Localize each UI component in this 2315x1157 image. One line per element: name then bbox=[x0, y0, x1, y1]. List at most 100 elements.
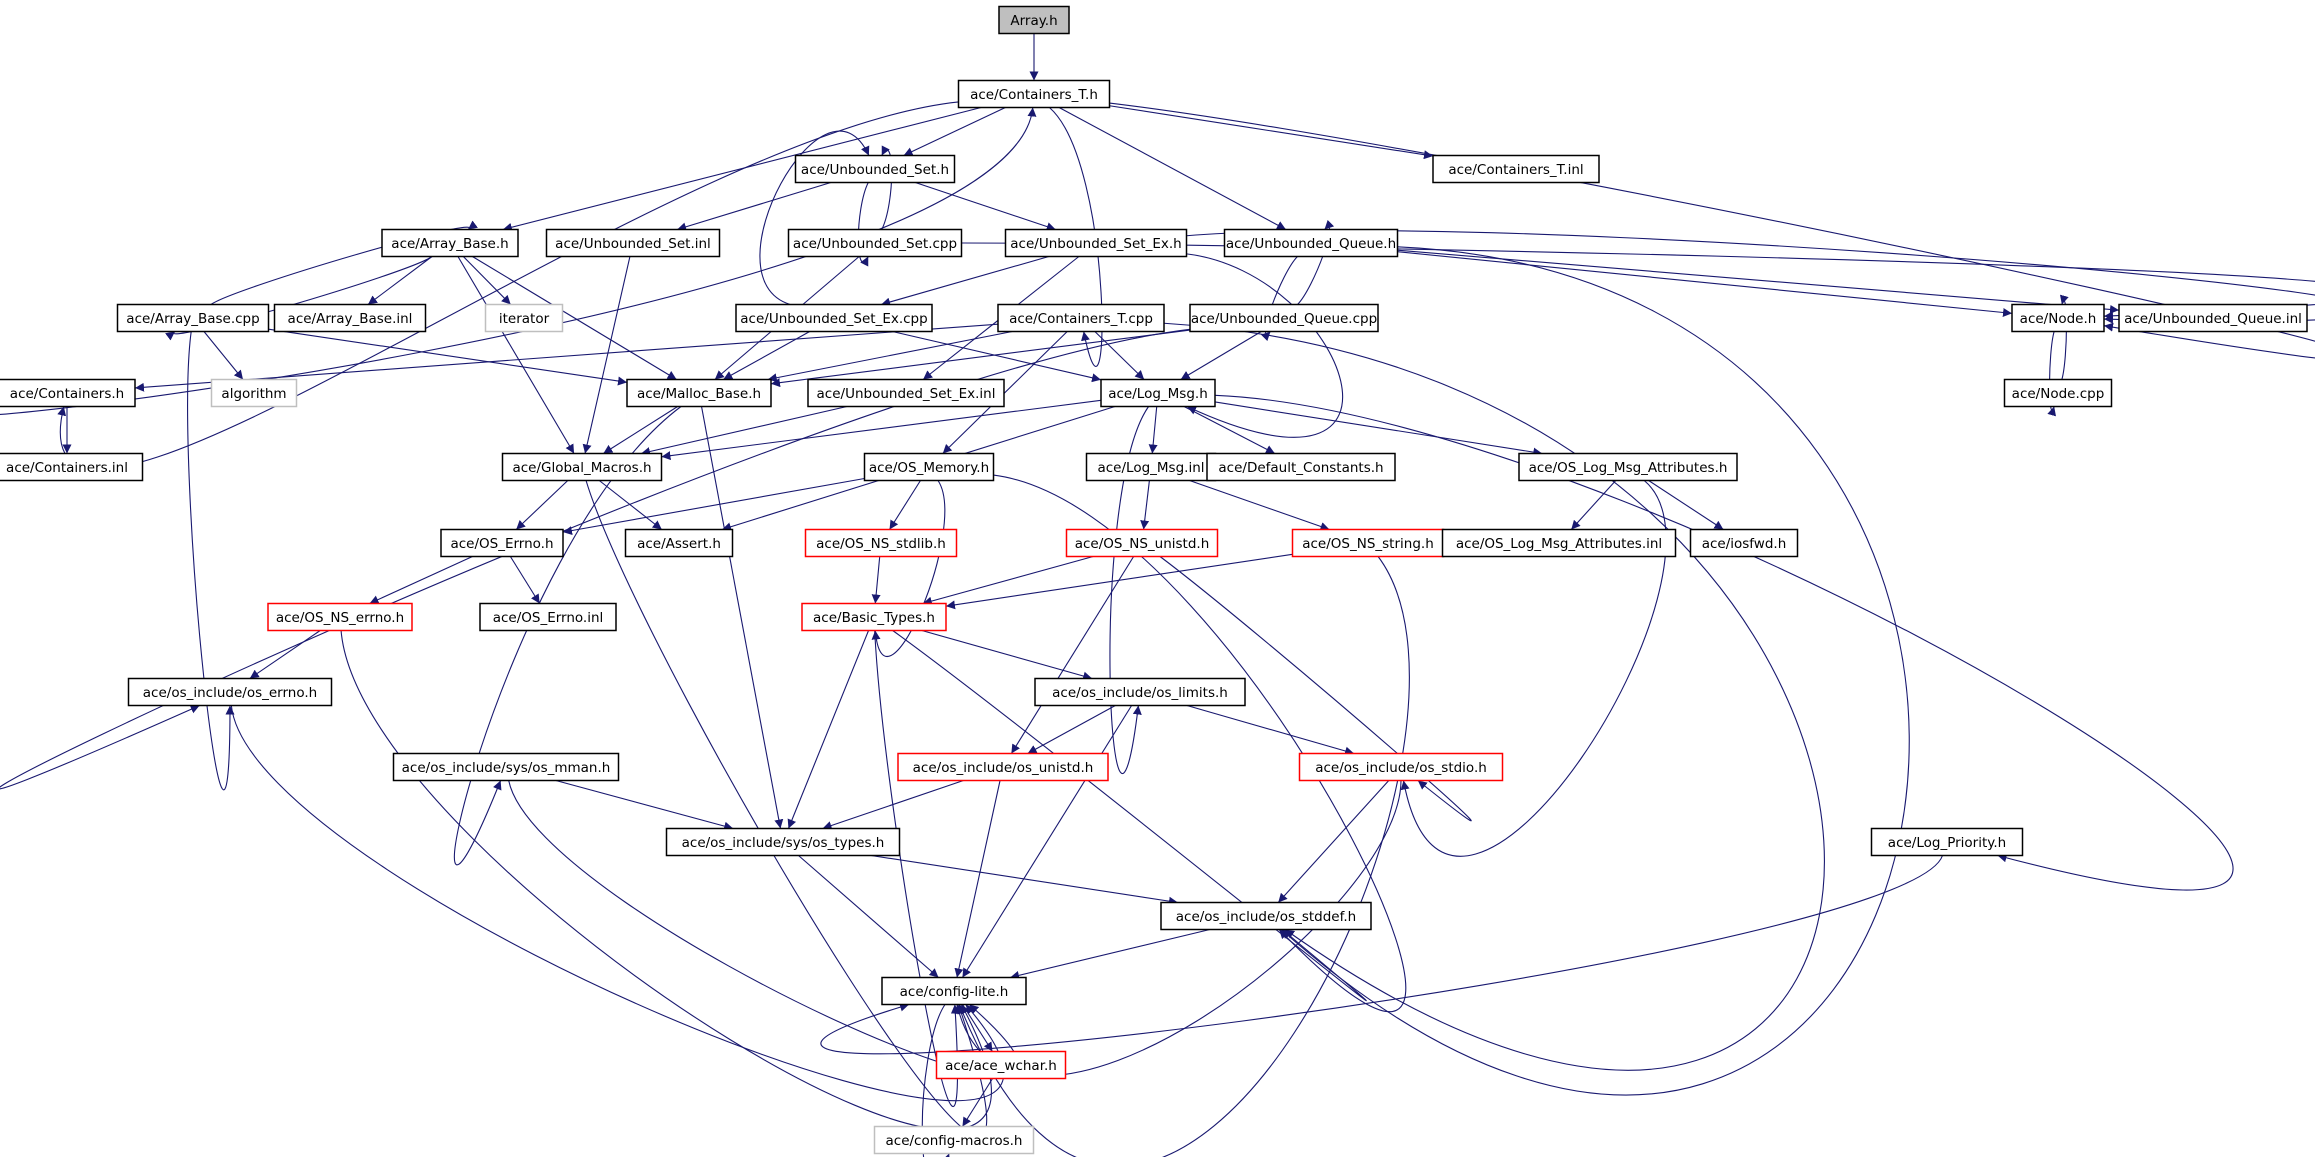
edge-array-base-h-to-iterator bbox=[462, 256, 512, 305]
node-config-lite-h[interactable]: ace/config-lite.h bbox=[881, 976, 1027, 1006]
node-label: ace/OS_NS_stdlib.h bbox=[816, 536, 946, 552]
node-label: ace/OS_Errno.inl bbox=[493, 610, 604, 626]
edge-malloc-base-h-to-os-include-sys-os-mman-h bbox=[453, 406, 682, 866]
edge-array-base-cpp-to-malloc-base-h bbox=[268, 328, 628, 386]
node-iterator[interactable]: iterator bbox=[484, 303, 564, 333]
node-unbounded-set-inl[interactable]: ace/Unbounded_Set.inl bbox=[545, 228, 721, 258]
edge-log-msg-h-to-log-priority-h bbox=[1214, 394, 2234, 891]
edge-os-include-sys-os-mman-h-to-config-lite-h bbox=[508, 780, 1020, 1077]
node-log-priority-h[interactable]: ace/Log_Priority.h bbox=[1870, 827, 2024, 857]
node-os-ns-string-h[interactable]: ace/OS_NS_string.h bbox=[1291, 528, 1445, 558]
node-array-base-inl[interactable]: ace/Array_Base.inl bbox=[273, 303, 427, 333]
node-label: ace/Array_Base.cpp bbox=[126, 311, 259, 327]
edge-os-memory-h-to-os-errno-h bbox=[562, 477, 865, 535]
edge-array-base-h-to-global-macros-h bbox=[457, 256, 575, 454]
node-box bbox=[501, 452, 663, 482]
node-label: ace/OS_Log_Msg_Attributes.h bbox=[1529, 460, 1728, 476]
edge-containers-t-cpp-to-containers-h bbox=[134, 323, 999, 392]
node-algorithm[interactable]: algorithm bbox=[210, 378, 298, 408]
node-os-log-msg-attributes-h[interactable]: ace/OS_Log_Msg_Attributes.h bbox=[1518, 452, 1738, 482]
node-label: ace/Node.cpp bbox=[2012, 386, 2105, 402]
node-os-include-os-limits-h[interactable]: ace/os_include/os_limits.h bbox=[1034, 677, 1246, 707]
edge-array-base-cpp-to-algorithm bbox=[203, 331, 244, 380]
node-label: iterator bbox=[499, 311, 550, 327]
node-containers-inl[interactable]: ace/Containers.inl bbox=[0, 452, 144, 482]
edge-os-include-os-limits-h-to-os-include-os-stdio-h bbox=[1186, 704, 1355, 756]
node-unbounded-queue-cpp[interactable]: ace/Unbounded_Queue.cpp bbox=[1189, 303, 1379, 333]
node-os-include-os-stddef-h[interactable]: ace/os_include/os_stddef.h bbox=[1160, 901, 1372, 931]
node-unbounded-set-h[interactable]: ace/Unbounded_Set.h bbox=[794, 154, 956, 184]
node-box bbox=[957, 79, 1111, 109]
node-ace-wchar-h[interactable]: ace/ace_wchar.h bbox=[935, 1050, 1067, 1080]
node-array-h[interactable]: Array.h bbox=[998, 5, 1070, 35]
node-array-base-cpp[interactable]: ace/Array_Base.cpp bbox=[116, 303, 270, 333]
node-log-msg-h[interactable]: ace/Log_Msg.h bbox=[1100, 378, 1216, 408]
node-containers-t-cpp[interactable]: ace/Containers_T.cpp bbox=[997, 303, 1165, 333]
edge-malloc-base-h-to-os-include-sys-os-types-h bbox=[700, 406, 784, 829]
edge-unbounded-set-inl-to-global-macros-h bbox=[582, 256, 631, 454]
node-unbounded-set-cpp[interactable]: ace/Unbounded_Set.cpp bbox=[787, 228, 963, 258]
node-box bbox=[1189, 303, 1379, 333]
node-os-ns-errno-h[interactable]: ace/OS_NS_errno.h bbox=[267, 602, 413, 632]
node-os-ns-stdlib-h[interactable]: ace/OS_NS_stdlib.h bbox=[804, 528, 958, 558]
node-os-include-sys-os-types-h[interactable]: ace/os_include/sys/os_types.h bbox=[665, 827, 901, 857]
node-unbounded-set-ex-h[interactable]: ace/Unbounded_Set_Ex.h bbox=[1004, 228, 1188, 258]
node-label: ace/Log_Priority.h bbox=[1888, 835, 2006, 851]
node-containers-t-inl[interactable]: ace/Containers_T.inl bbox=[1432, 154, 1600, 184]
node-containers-h[interactable]: ace/Containers.h bbox=[0, 378, 136, 408]
node-label: ace/Containers_T.cpp bbox=[1009, 311, 1153, 327]
node-global-macros-h[interactable]: ace/Global_Macros.h bbox=[501, 452, 663, 482]
node-os-memory-h[interactable]: ace/OS_Memory.h bbox=[863, 452, 995, 482]
node-os-errno-h[interactable]: ace/OS_Errno.h bbox=[440, 528, 564, 558]
node-label: ace/OS_NS_errno.h bbox=[276, 610, 404, 626]
node-label: ace/os_include/os_stdio.h bbox=[1315, 760, 1487, 776]
node-malloc-base-h[interactable]: ace/Malloc_Base.h bbox=[626, 378, 772, 408]
node-unbounded-set-ex-inl[interactable]: ace/Unbounded_Set_Ex.inl bbox=[807, 378, 1005, 408]
node-unbounded-queue-h[interactable]: ace/Unbounded_Queue.h bbox=[1223, 228, 1399, 258]
edge-os-include-sys-os-mman-h-to-os-include-sys-os-types-h bbox=[555, 779, 734, 831]
edge-basic-types-h-to-config-lite-h bbox=[874, 630, 960, 1107]
node-array-base-h[interactable]: ace/Array_Base.h bbox=[381, 228, 519, 258]
edge-unbounded-queue-cpp-to-malloc-base-h bbox=[770, 329, 1191, 388]
edge-containers-t-h-to-unbounded-queue-h bbox=[1058, 107, 1287, 230]
node-box bbox=[440, 528, 564, 558]
node-os-include-os-stdio-h[interactable]: ace/os_include/os_stdio.h bbox=[1298, 752, 1504, 782]
node-unbounded-queue-inl[interactable]: ace/Unbounded_Queue.inl bbox=[2118, 303, 2308, 333]
node-default-constants-h[interactable]: ace/Default_Constants.h bbox=[1206, 452, 1396, 482]
edge-log-msg-h-to-log-msg-inl bbox=[1148, 406, 1158, 454]
node-containers-t-h[interactable]: ace/Containers_T.h bbox=[957, 79, 1111, 109]
node-assert-h[interactable]: ace/Assert.h bbox=[624, 528, 734, 558]
node-basic-types-h[interactable]: ace/Basic_Types.h bbox=[801, 602, 947, 632]
node-log-msg-inl[interactable]: ace/Log_Msg.inl bbox=[1085, 452, 1217, 482]
edge-unbounded-set-h-to-unbounded-set-inl bbox=[676, 181, 832, 232]
node-node-cpp[interactable]: ace/Node.cpp bbox=[2003, 378, 2113, 408]
node-os-ns-unistd-h[interactable]: ace/OS_NS_unistd.h bbox=[1065, 528, 1219, 558]
node-os-include-os-errno-h[interactable]: ace/os_include/os_errno.h bbox=[127, 677, 333, 707]
edge-unbounded-set-cpp-to-node-h bbox=[961, 242, 2315, 321]
node-label: ace/config-macros.h bbox=[886, 1133, 1023, 1149]
node-label: ace/Unbounded_Set_Ex.cpp bbox=[740, 311, 927, 327]
node-os-log-msg-attributes-inl[interactable]: ace/OS_Log_Msg_Attributes.inl bbox=[1441, 528, 1677, 558]
edge-os-ns-unistd-h-to-os-include-os-unistd-h bbox=[1010, 556, 1135, 754]
node-box bbox=[1689, 528, 1799, 558]
node-os-errno-inl[interactable]: ace/OS_Errno.inl bbox=[479, 602, 617, 632]
node-label: ace/Unbounded_Set_Ex.inl bbox=[817, 386, 996, 402]
node-box bbox=[1065, 528, 1219, 558]
edge-log-msg-inl-to-os-ns-unistd-h bbox=[1140, 480, 1150, 530]
node-config-macros-h[interactable]: ace/config-macros.h bbox=[873, 1125, 1035, 1155]
node-label: ace/Unbounded_Queue.cpp bbox=[1191, 311, 1377, 327]
node-node-h[interactable]: ace/Node.h bbox=[2011, 303, 2105, 333]
node-label: ace/os_include/os_errno.h bbox=[143, 685, 317, 701]
node-iosfwd-h[interactable]: ace/iosfwd.h bbox=[1689, 528, 1799, 558]
edge-containers-t-h-to-containers-t-inl bbox=[1109, 105, 1434, 160]
node-os-include-os-unistd-h[interactable]: ace/os_include/os_unistd.h bbox=[897, 752, 1109, 782]
edge-log-msg-h-to-global-macros-h bbox=[661, 399, 1102, 461]
node-label: ace/Malloc_Base.h bbox=[637, 386, 761, 402]
node-box bbox=[804, 528, 958, 558]
node-unbounded-set-ex-cpp[interactable]: ace/Unbounded_Set_Ex.cpp bbox=[735, 303, 933, 333]
node-label: ace/Containers_T.h bbox=[970, 87, 1098, 103]
edge-os-include-os-unistd-h-to-config-lite-h bbox=[954, 780, 1001, 978]
node-box bbox=[545, 228, 721, 258]
node-label: ace/ace_wchar.h bbox=[945, 1058, 1057, 1074]
node-os-include-sys-os-mman-h[interactable]: ace/os_include/sys/os_mman.h bbox=[392, 752, 620, 782]
